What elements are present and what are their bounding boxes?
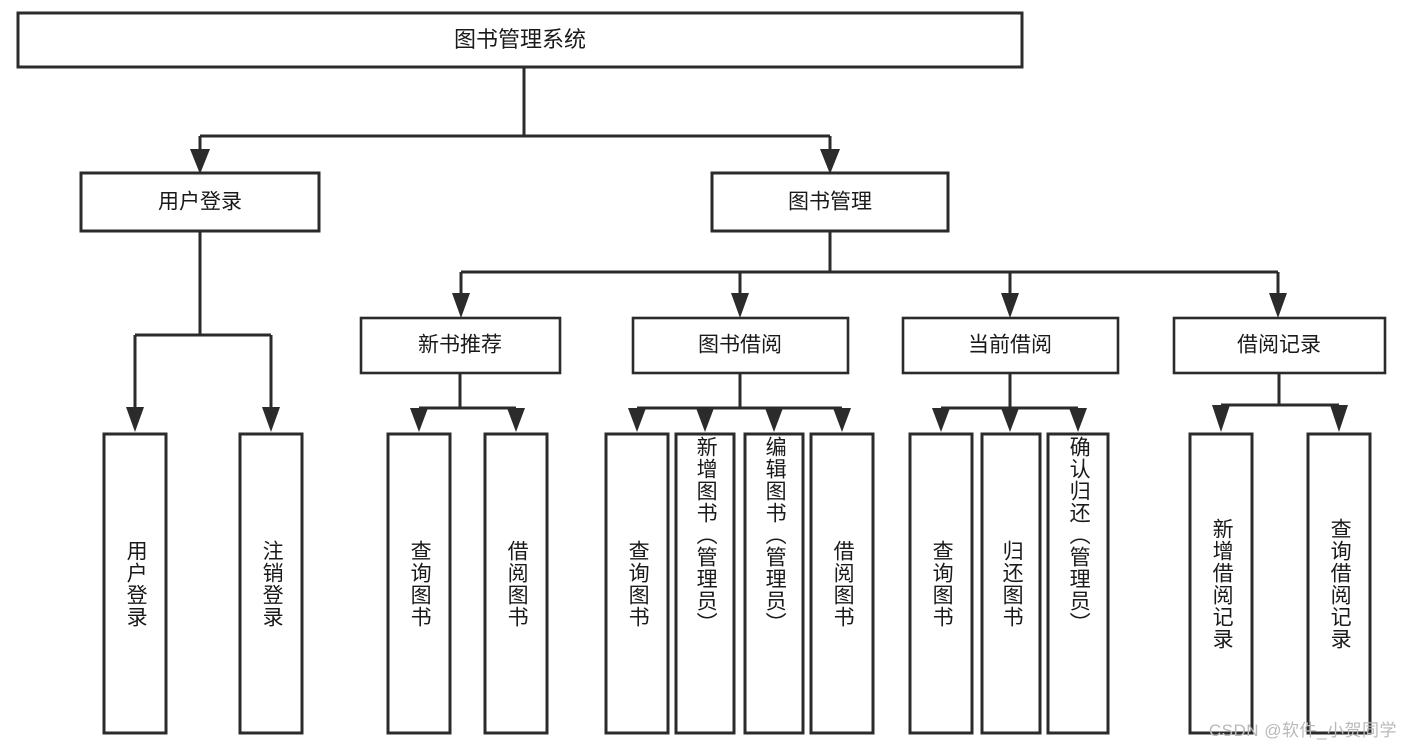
arrow-root-to-user-login — [190, 149, 210, 174]
arrow-borrow-record-to-leaf-2 — [1330, 405, 1348, 432]
node-current-borrow-box[interactable] — [901, 316, 1120, 375]
leaf-box-book-borrow-3[interactable] — [743, 432, 805, 735]
arrow-book-borrow-to-leaf-4 — [833, 408, 851, 432]
arrow-book-manage-to-borrow — [731, 293, 749, 318]
node-new-book-recommend-label: 新书推荐 — [418, 334, 502, 357]
arrow-new-book-to-leaf-2 — [507, 408, 525, 432]
node-book-borrow-box[interactable] — [631, 316, 850, 375]
node-root-label: 图书管理系统 — [454, 27, 586, 52]
leaf-box-user-login-1[interactable] — [102, 432, 168, 735]
node-new-book-recommend-box[interactable] — [359, 316, 562, 375]
leaf-box-new-book-2[interactable] — [483, 432, 549, 735]
node-book-manage-label: 图书管理 — [788, 191, 872, 214]
arrow-book-borrow-to-leaf-2 — [696, 408, 714, 432]
node-current-borrow-label: 当前借阅 — [968, 334, 1052, 357]
node-book-manage-box[interactable] — [710, 171, 950, 233]
arrow-book-borrow-to-leaf-3 — [765, 408, 783, 432]
leaf-box-current-borrow-2[interactable] — [980, 432, 1042, 735]
leaf-box-book-borrow-2[interactable] — [674, 432, 736, 735]
node-borrow-record-box[interactable] — [1172, 316, 1387, 375]
leaf-box-book-borrow-4[interactable] — [809, 432, 875, 735]
node-new-book-recommend[interactable]: 新书推荐 — [359, 316, 562, 375]
arrow-current-borrow-to-leaf-1 — [932, 408, 950, 432]
arrow-book-manage-to-current — [1001, 293, 1019, 318]
arrow-current-borrow-to-leaf-3 — [1069, 408, 1087, 432]
leaf-box-user-login-2[interactable] — [238, 432, 304, 735]
node-book-borrow-label: 图书借阅 — [698, 334, 782, 357]
leaf-box-borrow-record-2[interactable] — [1306, 432, 1372, 735]
node-root-box[interactable] — [16, 11, 1024, 69]
node-user-login-label: 用户登录 — [158, 191, 242, 214]
node-book-manage[interactable]: 图书管理 — [710, 171, 950, 233]
node-current-borrow[interactable]: 当前借阅 — [901, 316, 1120, 375]
leaf-box-book-borrow-1[interactable] — [604, 432, 670, 735]
node-borrow-record-label: 借阅记录 — [1237, 334, 1321, 357]
leaf-box-current-borrow-3[interactable] — [1046, 432, 1110, 735]
node-borrow-record[interactable]: 借阅记录 — [1172, 316, 1387, 375]
arrow-user-login-to-leaf-2 — [262, 407, 280, 432]
node-book-borrow[interactable]: 图书借阅 — [631, 316, 850, 375]
leaf-box-new-book-1[interactable] — [386, 432, 452, 735]
arrow-new-book-to-leaf-1 — [410, 408, 428, 432]
arrow-book-manage-to-record — [1269, 293, 1287, 318]
csdn-watermark: CSDN @软件_小贺同学 — [1208, 721, 1397, 740]
leaf-box-current-borrow-1[interactable] — [908, 432, 974, 735]
arrow-borrow-record-to-leaf-1 — [1212, 405, 1230, 432]
arrow-user-login-to-leaf-1 — [126, 407, 144, 432]
arrow-book-manage-to-new-book — [452, 293, 470, 318]
leaf-box-borrow-record-1[interactable] — [1188, 432, 1254, 735]
arrow-book-borrow-to-leaf-1 — [628, 408, 646, 432]
node-root[interactable]: 图书管理系统 — [16, 11, 1024, 69]
arrow-root-to-book-manage — [820, 149, 840, 174]
arrow-current-borrow-to-leaf-2 — [1001, 408, 1019, 432]
node-user-login[interactable]: 用户登录 — [79, 171, 321, 233]
